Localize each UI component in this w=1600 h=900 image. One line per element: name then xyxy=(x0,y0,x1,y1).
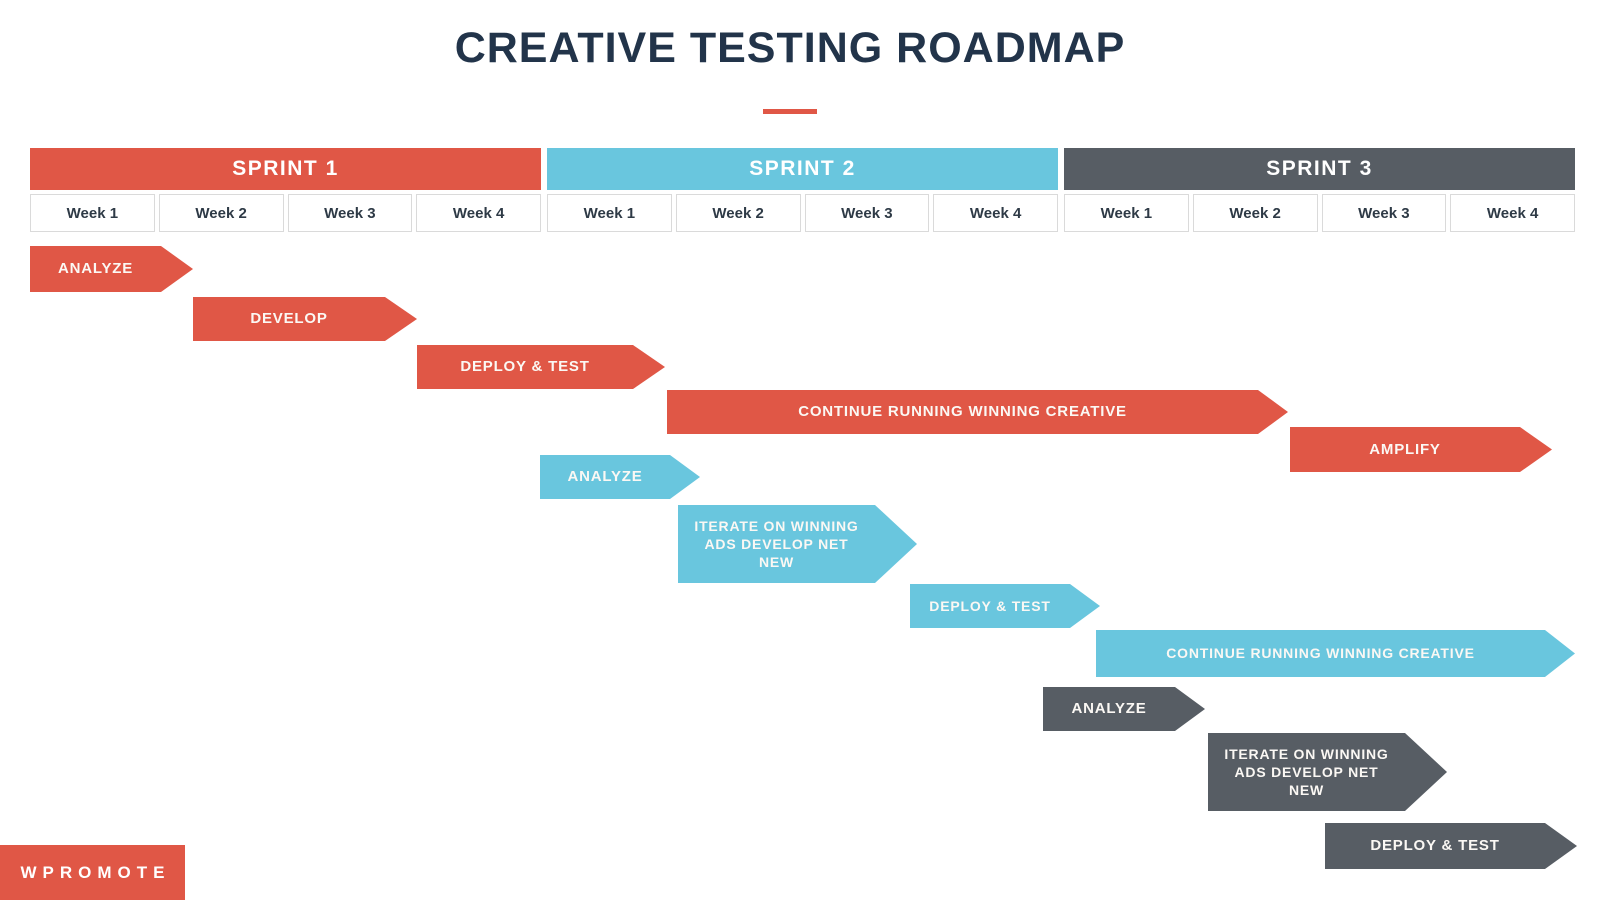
task-label: ITERATE ON WINNING ADS DEVELOP NET NEW xyxy=(694,517,859,571)
sprint-label-3: SPRINT 3 xyxy=(1064,148,1575,190)
task-bar-s3-iterate: ITERATE ON WINNING ADS DEVELOP NET NEW xyxy=(1208,733,1447,811)
task-label: ANALYZE xyxy=(1071,700,1147,718)
week-cell: Week 4 xyxy=(1450,194,1575,232)
task-bar-s1-develop: DEVELOP xyxy=(193,297,417,341)
task-label: DEPLOY & TEST xyxy=(929,597,1051,614)
week-cell: Week 2 xyxy=(1192,194,1318,232)
wpromote-logo-text: WPROMOTE xyxy=(20,862,171,882)
page-title: CREATIVE TESTING ROADMAP xyxy=(454,24,1126,72)
task-bar-s2-continue: CONTINUE RUNNING WINNING CREATIVE xyxy=(1096,630,1575,677)
week-cell: Week 4 xyxy=(416,194,541,232)
task-bar-s1-deploy-test: DEPLOY & TEST xyxy=(417,345,665,389)
week-cell: Week 1 xyxy=(1064,194,1189,232)
task-bar-s3-analyze: ANALYZE xyxy=(1043,687,1205,731)
week-cell: Week 2 xyxy=(158,194,284,232)
task-label: DEPLOY & TEST xyxy=(460,358,590,376)
week-cell: Week 3 xyxy=(1321,194,1447,232)
task-bar-s2-deploy-test: DEPLOY & TEST xyxy=(910,584,1100,628)
task-label: CONTINUE RUNNING WINNING CREATIVE xyxy=(798,403,1127,421)
task-label: ITERATE ON WINNING ADS DEVELOP NET NEW xyxy=(1224,745,1389,799)
task-label: DEPLOY & TEST xyxy=(1370,837,1500,855)
task-label: DEVELOP xyxy=(250,310,328,328)
sprint-label-1: SPRINT 1 xyxy=(30,148,541,190)
task-bar-s2-iterate: ITERATE ON WINNING ADS DEVELOP NET NEW xyxy=(678,505,917,583)
task-bar-s3-deploy-test: DEPLOY & TEST xyxy=(1325,823,1577,869)
week-cell: Week 3 xyxy=(287,194,413,232)
week-cell: Week 2 xyxy=(675,194,801,232)
wpromote-logo: WPROMOTE xyxy=(0,845,185,900)
task-label: ANALYZE xyxy=(57,260,134,278)
title-divider xyxy=(763,109,817,114)
week-cell: Week 1 xyxy=(547,194,672,232)
week-cell: Week 4 xyxy=(933,194,1058,232)
task-label: AMPLIFY xyxy=(1369,440,1441,458)
week-cell: Week 1 xyxy=(30,194,155,232)
task-bar-s1-amplify: AMPLIFY xyxy=(1290,427,1552,472)
task-label: ANALYZE xyxy=(567,468,643,486)
task-bar-s1-continue: CONTINUE RUNNING WINNING CREATIVE xyxy=(667,390,1288,434)
week-cell: Week 3 xyxy=(804,194,930,232)
task-bar-s2-analyze: ANALYZE xyxy=(540,455,700,499)
task-bar-s1-analyze: ANALYZE xyxy=(30,246,193,292)
sprint-label-2: SPRINT 2 xyxy=(547,148,1058,190)
task-label: CONTINUE RUNNING WINNING CREATIVE xyxy=(1166,645,1475,662)
